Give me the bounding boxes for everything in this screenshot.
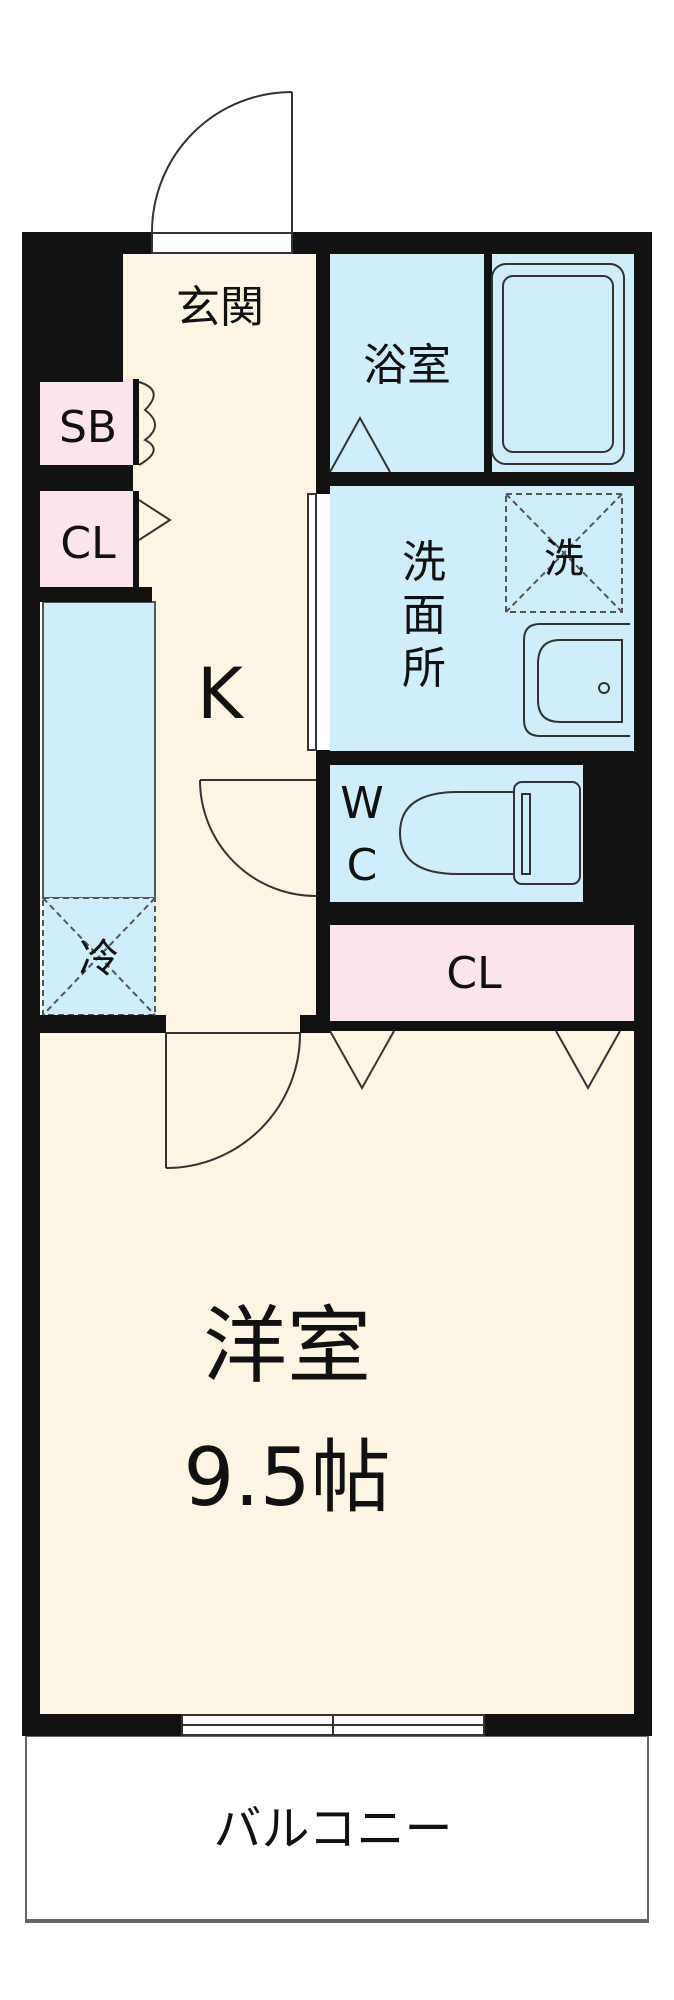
kitchen-counter: [42, 601, 156, 899]
closet-large-label: CL: [446, 948, 502, 999]
washroom-label-3: 所: [402, 643, 446, 694]
washer-label: 洗: [544, 536, 584, 582]
washroom-label-1: 洗: [402, 537, 446, 588]
shoe-box-area: [40, 379, 133, 465]
washroom-label: 洗 面 所: [402, 537, 446, 694]
closet-doors: [138, 381, 621, 1091]
exterior-walls: [22, 232, 652, 1736]
balcony-area: [25, 1735, 649, 1923]
toilet-label-w: W: [340, 778, 384, 829]
entrance-door: [151, 91, 293, 233]
kitchen-label: K: [197, 653, 245, 735]
fridge-mark: [42, 897, 156, 1016]
toilet-label: W C: [340, 778, 384, 891]
toilet-area: [330, 765, 583, 902]
closet-small-label: CL: [60, 518, 116, 569]
bath-label: 浴室: [363, 340, 451, 391]
western-room-label: 洋室: [203, 1297, 371, 1395]
closet-large-area: [330, 925, 634, 1021]
fridge-label: 冷: [79, 936, 119, 982]
wash-basin: [523, 623, 630, 737]
room-door: [165, 1032, 302, 1169]
toilet-label-c: C: [347, 840, 378, 891]
washroom-label-2: 面: [402, 590, 446, 641]
interior-walls: [40, 254, 634, 1033]
toilet-fixture: [398, 781, 581, 885]
bath-fixtures: [329, 263, 625, 473]
windows: [151, 232, 485, 1736]
entrance-label: 玄関: [176, 282, 264, 333]
kitchen-door: [199, 779, 317, 897]
shoe-box-label: SB: [59, 402, 117, 453]
washer-pan: [505, 493, 623, 613]
western-room-floor: [40, 1031, 634, 1714]
western-room-size: 9.5帖: [183, 1431, 390, 1524]
balcony-label: バルコニー: [213, 1801, 452, 1857]
washroom-area: [330, 486, 634, 751]
entrance-floor: [123, 254, 316, 361]
closet-small-area: [40, 491, 133, 587]
